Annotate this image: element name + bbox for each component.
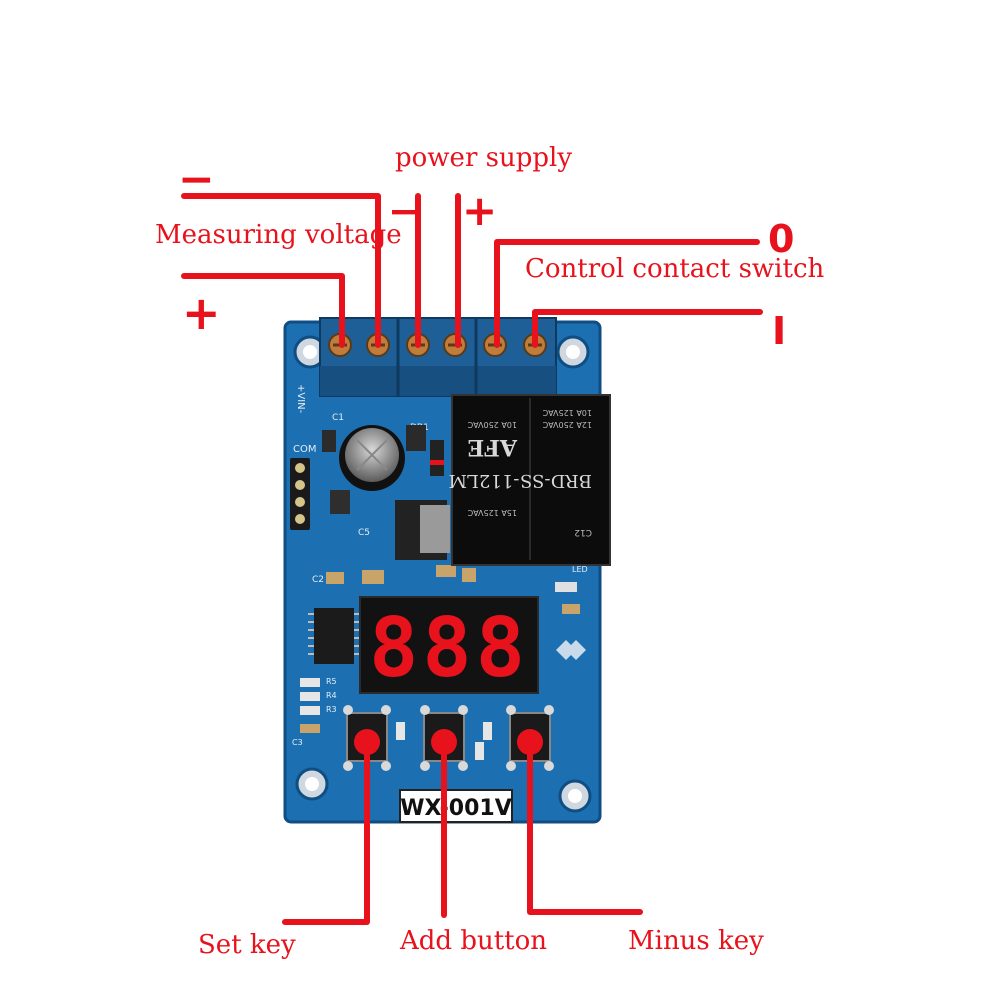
measure-minus-symbol: − — [178, 154, 215, 205]
smd-component — [322, 430, 336, 452]
status-led — [562, 604, 580, 614]
mounting-hole — [556, 335, 590, 369]
relay-code: C12 — [574, 527, 592, 537]
smd-component — [330, 490, 350, 514]
seven-segment-display: 888 — [359, 596, 539, 696]
electrolytic-capacitor — [339, 425, 405, 491]
smd-resistor — [475, 742, 484, 760]
silkscreen-vin: +VIN- — [295, 384, 306, 414]
relay-model: BRD-SS-112LM — [449, 470, 592, 491]
silkscreen-c2: C2 — [312, 575, 324, 585]
relay-brand: AFE — [468, 434, 518, 460]
silkscreen-com: COM — [293, 444, 316, 455]
relay-rating: 10A 125VAC — [542, 408, 592, 417]
switch-open-symbol: 0 — [768, 217, 795, 261]
smd-resistor — [300, 678, 320, 687]
leader-set-key — [282, 739, 370, 925]
logo-mark — [556, 640, 586, 660]
leader-measure-minus — [181, 193, 381, 348]
smd-capacitor — [362, 570, 384, 584]
display-readout: 888 — [369, 601, 529, 696]
relay-rating: 10A 250VAC — [467, 420, 517, 429]
label-minus-key: Minus key — [628, 926, 764, 956]
label-power-supply: power supply — [395, 143, 573, 173]
power-plus-symbol: + — [462, 186, 498, 235]
status-led — [555, 582, 577, 592]
silkscreen-c3: C3 — [292, 738, 303, 747]
smd-component — [462, 568, 476, 582]
leader-minus-key — [527, 739, 643, 915]
leader-measure-plus — [181, 273, 345, 348]
smd-capacitor — [326, 572, 344, 584]
voltage-regulator-tab — [420, 505, 450, 553]
silkscreen-c1: C1 — [332, 413, 344, 423]
measure-plus-symbol: + — [182, 286, 221, 340]
silkscreen-c5: C5 — [358, 528, 370, 538]
switch-closed-symbol: I — [772, 309, 787, 353]
smd-resistor — [300, 724, 320, 733]
relay-rating: 12A 250VAC — [542, 420, 592, 429]
smd-capacitor — [436, 565, 456, 577]
diode — [430, 440, 444, 476]
label-add-button: Add button — [400, 926, 548, 956]
label-set-key: Set key — [198, 930, 296, 960]
silkscreen-led: LED — [572, 565, 588, 574]
ic-chip — [308, 608, 360, 664]
smd-component — [406, 425, 426, 451]
smd-resistor — [300, 692, 320, 701]
model-label: WX-001V — [400, 796, 512, 821]
smd-resistor — [483, 722, 492, 740]
smd-resistor — [300, 706, 320, 715]
leader-switch-open — [494, 239, 760, 348]
smd-resistor — [396, 722, 405, 740]
relay: AFE BRD-SS-112LM C12 15A 125VAC 10A 250V… — [449, 394, 611, 566]
silkscreen-r3: R3 — [326, 705, 337, 714]
pin-header — [290, 458, 310, 530]
diode-band — [430, 460, 444, 465]
mounting-hole — [558, 779, 592, 813]
label-control-contact-switch: Control contact switch — [525, 254, 825, 284]
power-minus-symbol: − — [388, 189, 420, 233]
add-button[interactable] — [420, 705, 468, 771]
model-label-box — [399, 789, 513, 823]
relay-rating: 15A 125VAC — [467, 508, 517, 517]
silkscreen-r4: R4 — [326, 691, 337, 700]
silkscreen-r5: R5 — [326, 677, 337, 686]
label-measuring-voltage: Measuring voltage — [155, 220, 402, 250]
leader-lines — [181, 193, 763, 925]
minus-key-button[interactable] — [506, 705, 554, 771]
mounting-hole — [295, 767, 329, 801]
leader-switch-closed — [532, 309, 763, 348]
terminal-block — [319, 317, 557, 397]
